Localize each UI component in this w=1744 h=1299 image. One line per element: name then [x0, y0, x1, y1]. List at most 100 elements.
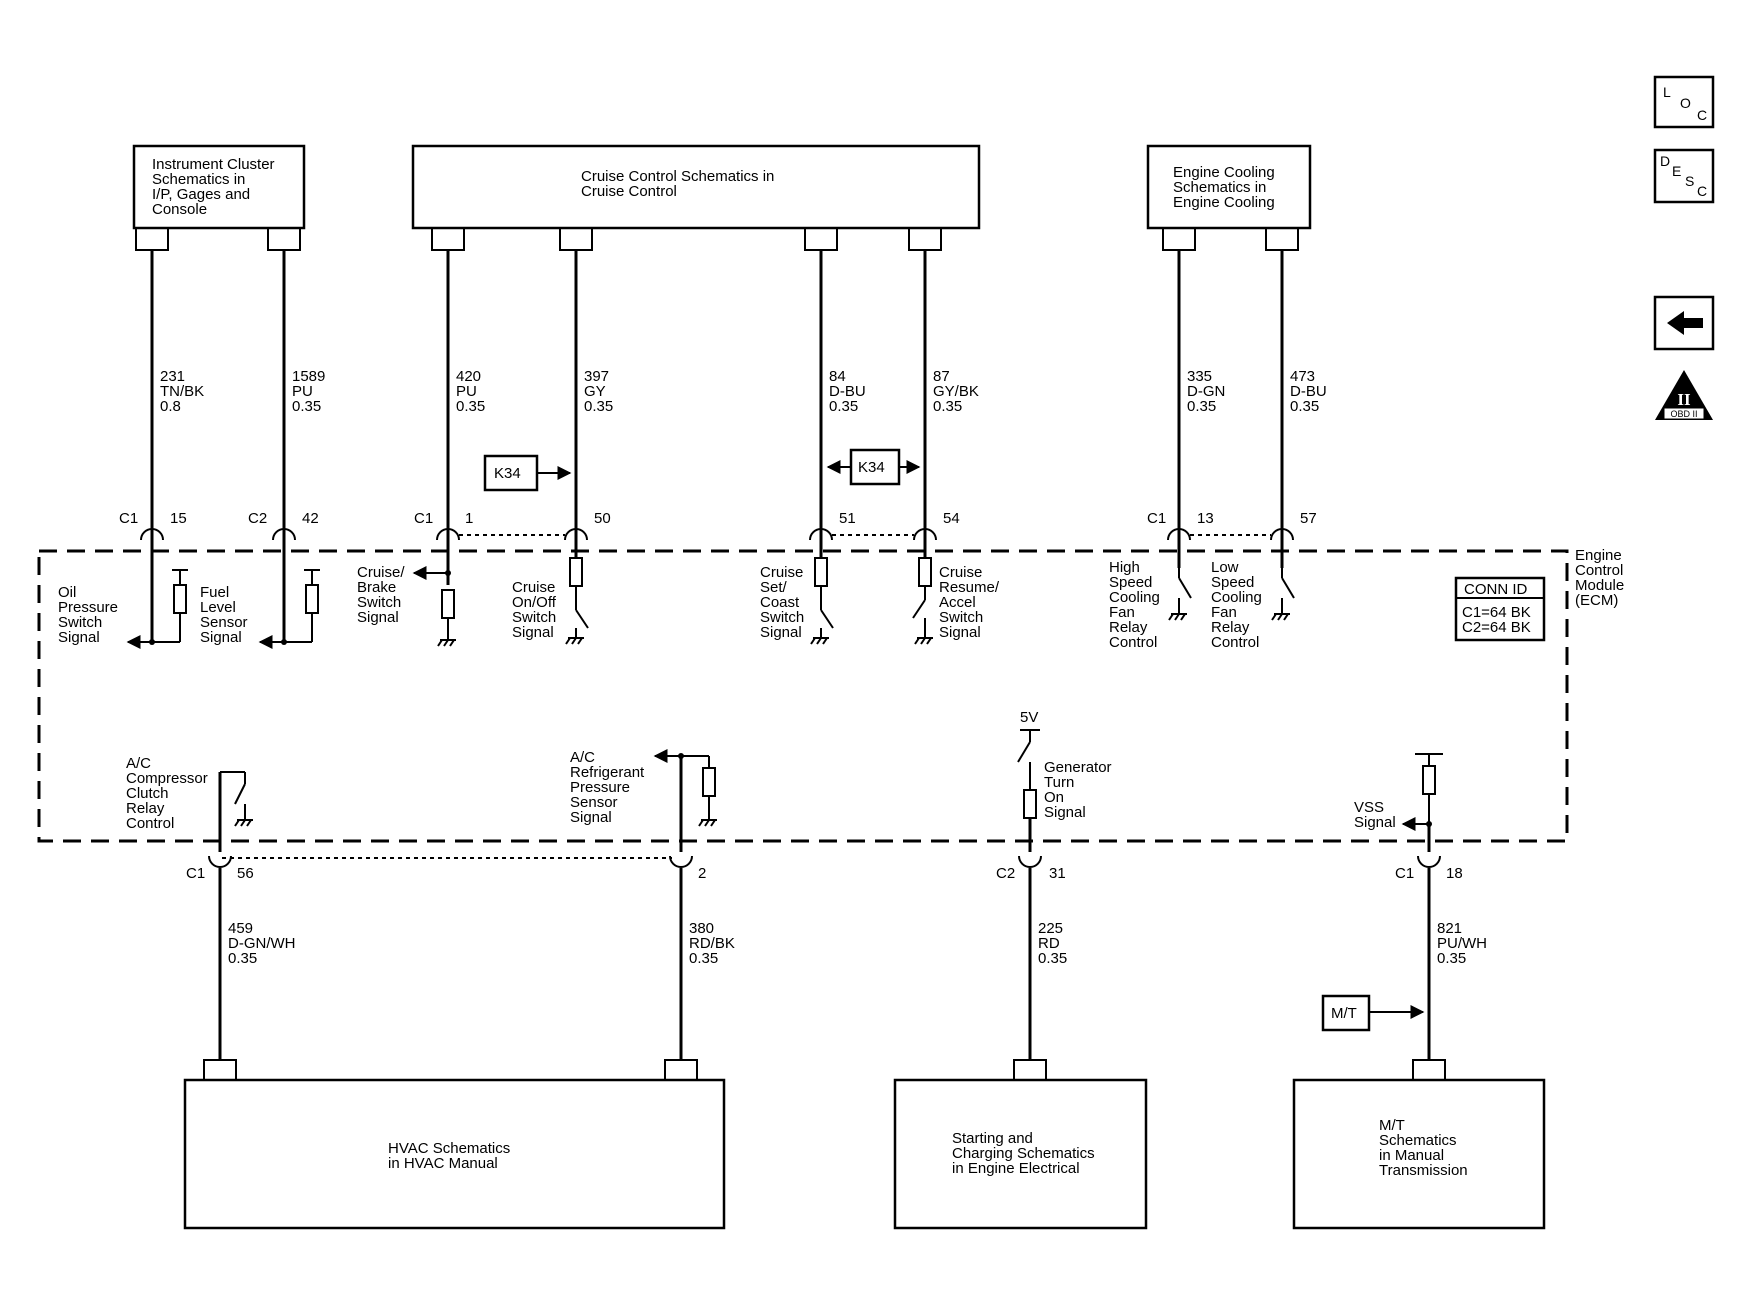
ecm-boundary: Engine Control Module (ECM)	[37, 547, 1624, 843]
mt-label: M/T	[1331, 1005, 1357, 1022]
signal-label: A/C	[126, 755, 151, 772]
conn-id-title: CONN ID	[1464, 581, 1528, 598]
signal-label: Signal	[58, 629, 100, 646]
pin-number: 18	[1446, 865, 1463, 882]
low-speed-fan-circuit: Low Speed Cooling Fan Relay Control	[1211, 559, 1295, 651]
circuit-number: 231	[160, 368, 185, 385]
connector-id: C1	[1147, 510, 1166, 527]
signal-label: Signal	[1354, 814, 1396, 831]
wire-label-84: 84 D-BU 0.35	[829, 368, 866, 415]
signal-label: On/Off	[512, 594, 557, 611]
wire-color: D-GN/WH	[228, 935, 296, 952]
signal-label: Compressor	[126, 770, 208, 787]
ecm-label: Module	[1575, 577, 1624, 594]
loc-letter-l: L	[1663, 84, 1671, 100]
wire-gauge: 0.8	[160, 398, 181, 415]
obd-ii-icon[interactable]: II OBD II	[1655, 370, 1713, 420]
ecm-label: Engine	[1575, 547, 1622, 564]
pin-number: 50	[594, 510, 611, 527]
back-arrow-icon[interactable]	[1653, 295, 1715, 351]
engine-cooling-box: Engine Cooling Schematics in Engine Cool…	[1146, 144, 1312, 230]
top-wires	[150, 250, 1284, 642]
wire-gauge: 0.35	[1038, 950, 1067, 967]
signal-label: Speed	[1211, 574, 1254, 591]
wire-gauge: 0.35	[933, 398, 962, 415]
wire-gauge: 0.35	[689, 950, 718, 967]
wire-color: GY	[584, 383, 606, 400]
label: Engine Cooling	[1173, 164, 1275, 181]
signal-label: Cruise/	[357, 564, 405, 581]
wire-gauge: 0.35	[1187, 398, 1216, 415]
signal-label: Signal	[570, 809, 612, 826]
desc-icon[interactable]: D E S C	[1653, 148, 1715, 204]
circuit-number: 473	[1290, 368, 1315, 385]
signal-label: Signal	[760, 624, 802, 641]
label: Schematics	[1379, 1132, 1457, 1149]
ecm-label: (ECM)	[1575, 592, 1618, 609]
signal-label: A/C	[570, 749, 595, 766]
label: Console	[152, 201, 207, 218]
circuit-number: 397	[584, 368, 609, 385]
desc-letter-e: E	[1672, 163, 1681, 179]
signal-label: Sensor	[570, 794, 618, 811]
label: Cruise Control	[581, 183, 677, 200]
circuit-number: 1589	[292, 368, 325, 385]
cruise-control-box: Cruise Control Schematics in Cruise Cont…	[411, 144, 981, 230]
cruise-set-coast-circuit: Cruise Set/ Coast Switch Signal	[760, 557, 834, 645]
signal-label: Signal	[512, 624, 554, 641]
wire-gauge: 0.35	[829, 398, 858, 415]
signal-label: High	[1109, 559, 1140, 576]
wire-gauge: 0.35	[228, 950, 257, 967]
label: HVAC Schematics	[388, 1140, 510, 1157]
signal-label: Control	[126, 815, 174, 832]
obd-roman: II	[1677, 390, 1691, 409]
wire-color: D-BU	[1290, 383, 1327, 400]
wire-label-459: 459 D-GN/WH 0.35	[228, 920, 296, 967]
wire-gauge: 0.35	[456, 398, 485, 415]
pin-number: 51	[839, 510, 856, 527]
connector-id: C2	[248, 510, 267, 527]
signal-label: Level	[200, 599, 236, 616]
pin-number: 13	[1197, 510, 1214, 527]
wire-label-397: 397 GY 0.35	[584, 368, 613, 415]
signal-label: Pressure	[58, 599, 118, 616]
wire-label-225: 225 RD 0.35	[1038, 920, 1067, 967]
vss-circuit: VSS Signal	[1354, 753, 1443, 852]
signal-label: Relay	[1211, 619, 1250, 636]
signal-label: Cooling	[1211, 589, 1262, 606]
desc-letter-s: S	[1685, 173, 1694, 189]
signal-label: Fan	[1109, 604, 1135, 621]
desc-letter-c: C	[1697, 183, 1707, 199]
wire-color: PU	[292, 383, 313, 400]
loc-letter-c: C	[1697, 107, 1707, 123]
signal-label: Refrigerant	[570, 764, 645, 781]
signal-label: Turn	[1044, 774, 1074, 791]
wire-gauge: 0.35	[1437, 950, 1466, 967]
fuel-level-circuit: Fuel Level Sensor Signal	[200, 569, 320, 649]
signal-label: Resume/	[939, 579, 1000, 596]
label: Starting and	[952, 1130, 1033, 1147]
signal-label: Sensor	[200, 614, 248, 631]
signal-label: Coast	[760, 594, 800, 611]
bottom-connector-stubs	[203, 1059, 1446, 1080]
ecm-label: Control	[1575, 562, 1623, 579]
signal-label: VSS	[1354, 799, 1384, 816]
loc-letter-o: O	[1680, 95, 1691, 111]
signal-label: Accel	[939, 594, 976, 611]
wire-label-380: 380 RD/BK 0.35	[689, 920, 735, 967]
wire-gauge: 0.35	[292, 398, 321, 415]
circuit-number: 87	[933, 368, 950, 385]
wire-label-420: 420 PU 0.35	[456, 368, 485, 415]
cruise-onoff-circuit: Cruise On/Off Switch Signal	[512, 557, 589, 645]
signal-label: Signal	[200, 629, 242, 646]
loc-icon[interactable]: L O C	[1653, 75, 1715, 129]
wire-gauge: 0.35	[1290, 398, 1319, 415]
connector-id: C1	[119, 510, 138, 527]
k34-label: K34	[494, 465, 521, 482]
signal-label: Signal	[357, 609, 399, 626]
pin-number: 1	[465, 510, 473, 527]
label: Transmission	[1379, 1162, 1468, 1179]
label: Cruise Control Schematics in	[581, 168, 774, 185]
wire-color: PU	[456, 383, 477, 400]
wire-color: RD	[1038, 935, 1060, 952]
